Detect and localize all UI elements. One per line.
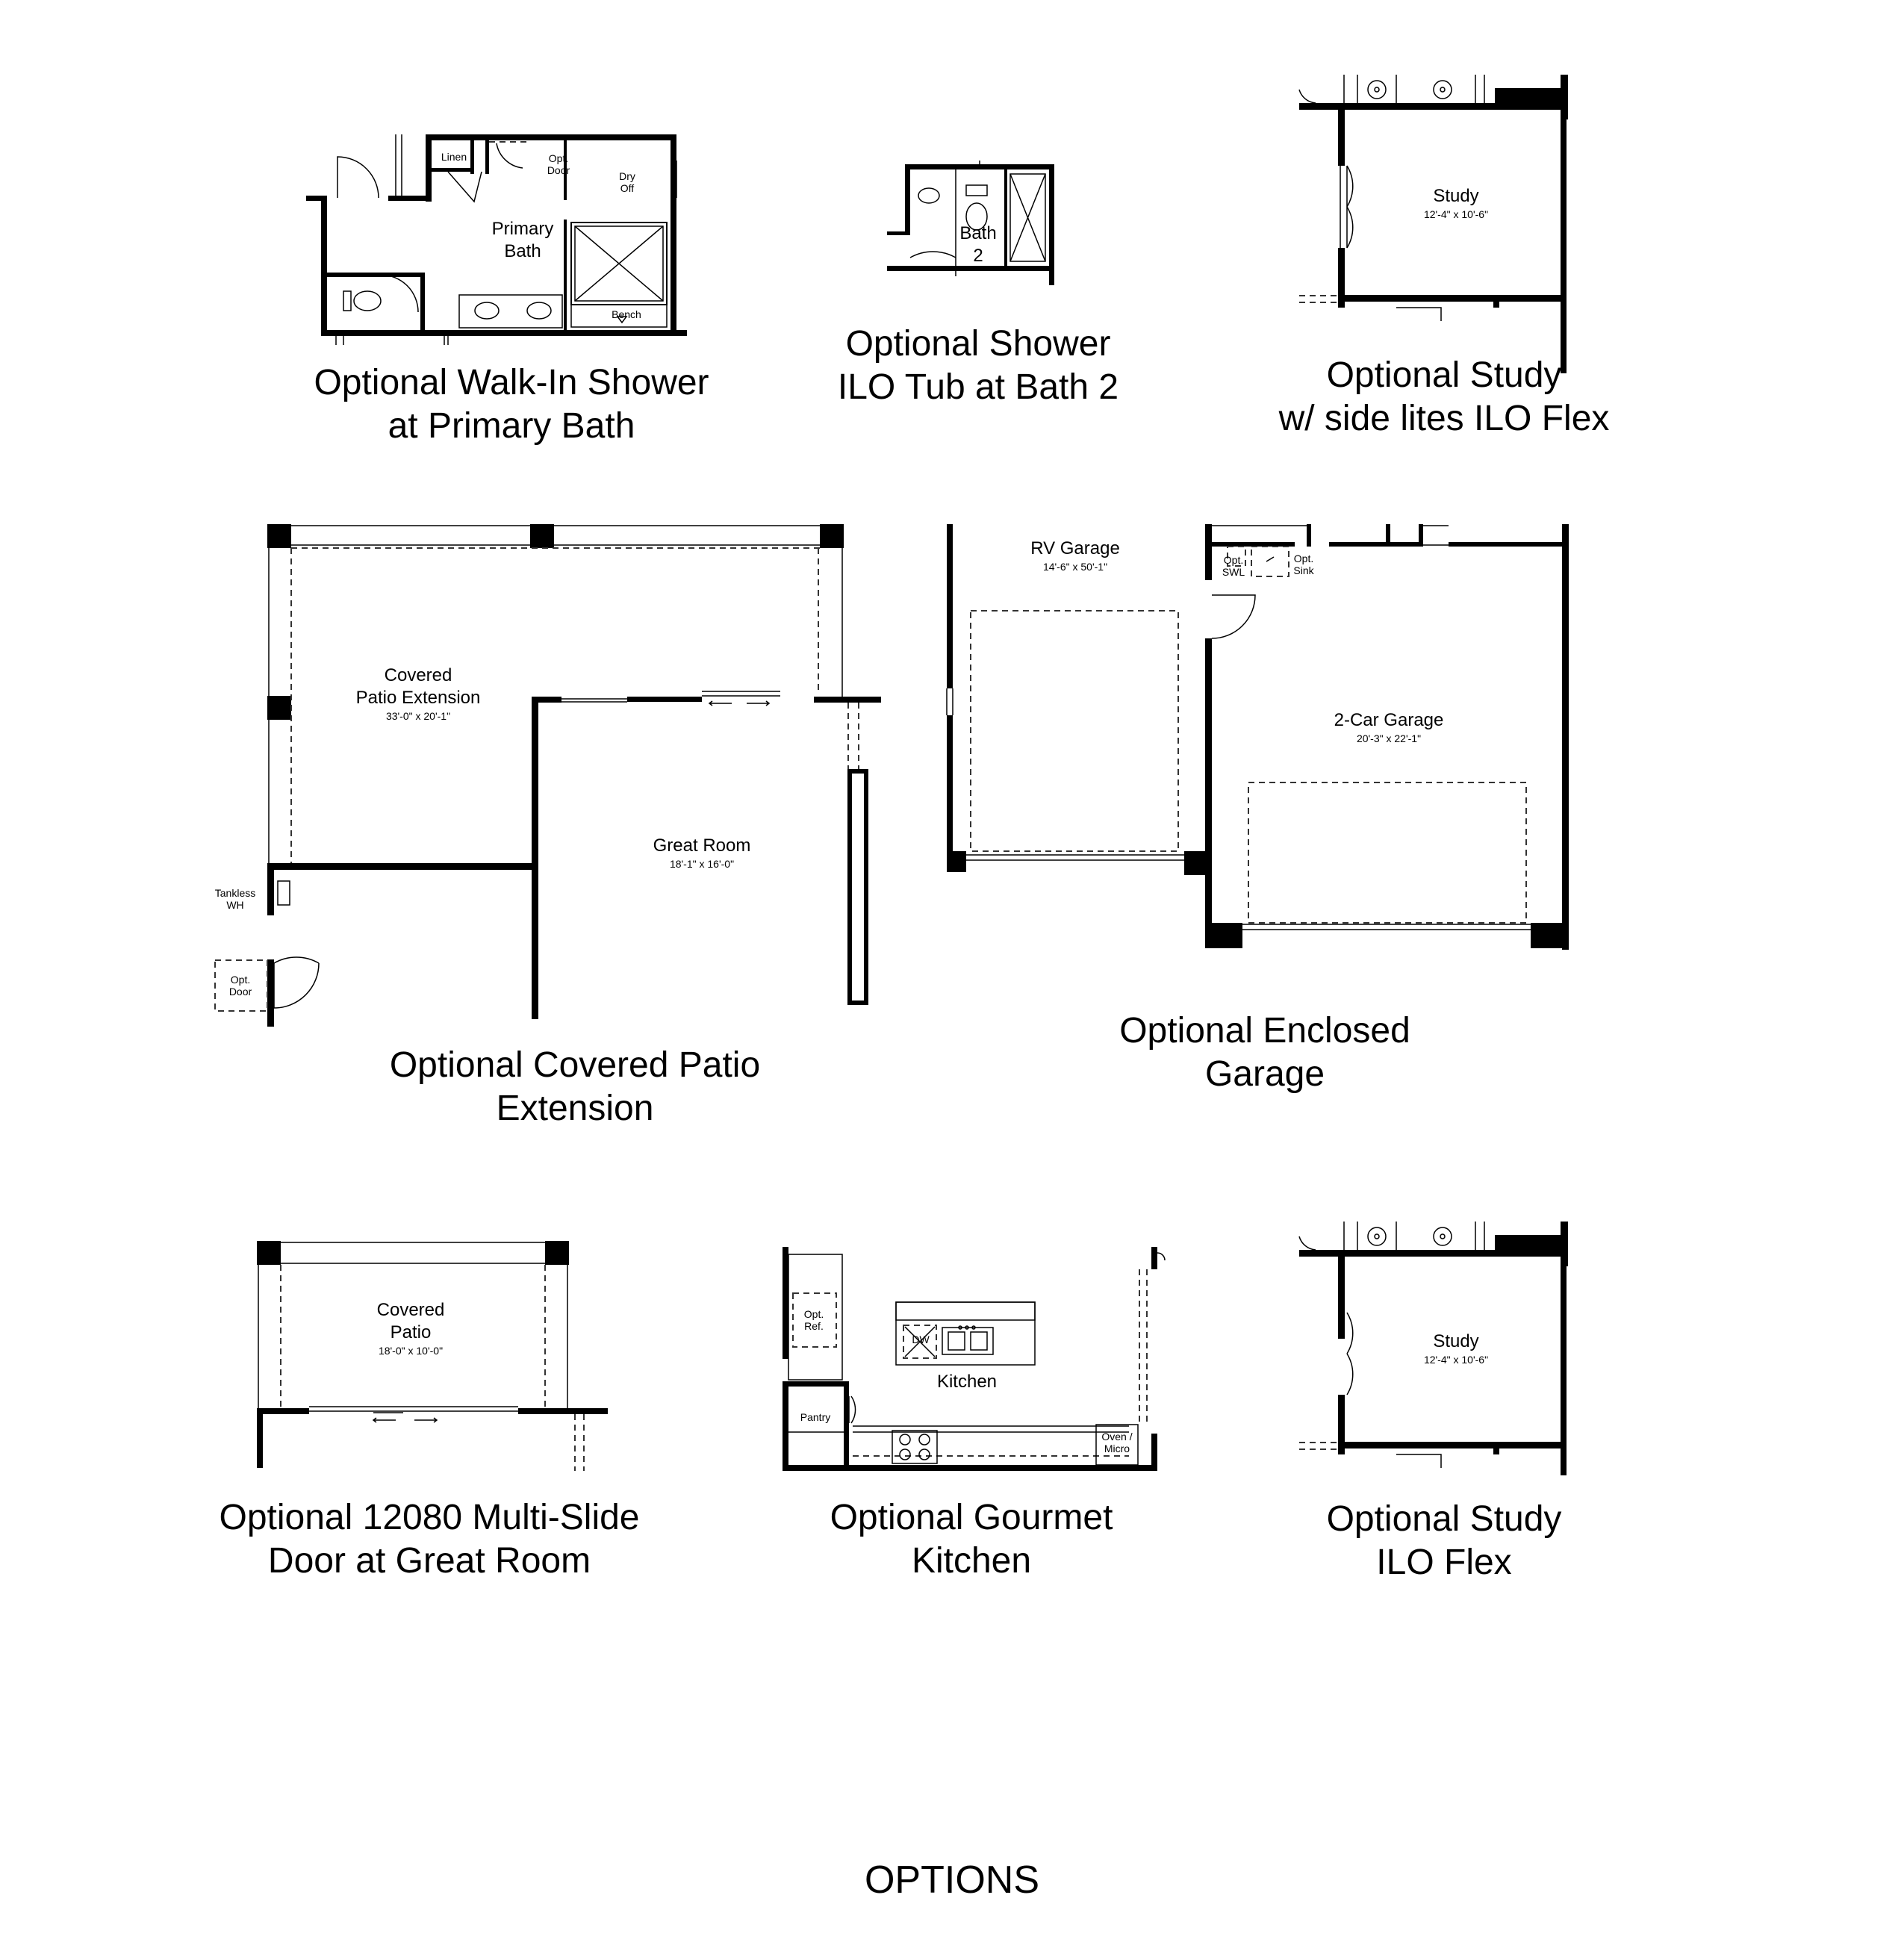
dw-label: DW	[912, 1334, 930, 1345]
walk-in-shower-drawing	[306, 134, 687, 345]
enclosed-garage-drawing	[946, 524, 1569, 950]
study-flex-drawing	[1298, 1222, 1568, 1475]
kitchen-label: Kitchen	[936, 1372, 998, 1392]
bench-label: Bench	[612, 308, 641, 320]
covered-patio-ext-drawing	[214, 524, 881, 1027]
opt-ref-label: Opt.Ref.	[803, 1308, 824, 1332]
opt-swl-label: Opt.SWL	[1222, 554, 1245, 578]
primary-bath-label: Primary Bath	[491, 219, 554, 261]
linen-label: Linen	[441, 151, 467, 163]
opt-sink-label: Opt.Sink	[1293, 553, 1314, 576]
gourmet-kitchen-drawing	[783, 1247, 1166, 1471]
pantry-label: Pantry	[800, 1411, 831, 1423]
page-title: OPTIONS	[864, 1858, 1040, 1902]
study-sidelites-drawing	[1298, 75, 1568, 373]
oven-micro-label: Oven /Micro	[1101, 1431, 1133, 1454]
multi-slide-drawing	[257, 1241, 608, 1471]
plan-gourmet-kitchen: Kitchen Opt.Ref. DW Pantry Oven /Micro	[769, 1232, 1172, 1486]
shower-bath2-drawing	[887, 161, 1054, 285]
opt-door-label: Opt.Door	[547, 152, 570, 176]
opt-door-label-patio: Opt.Door	[228, 974, 252, 998]
